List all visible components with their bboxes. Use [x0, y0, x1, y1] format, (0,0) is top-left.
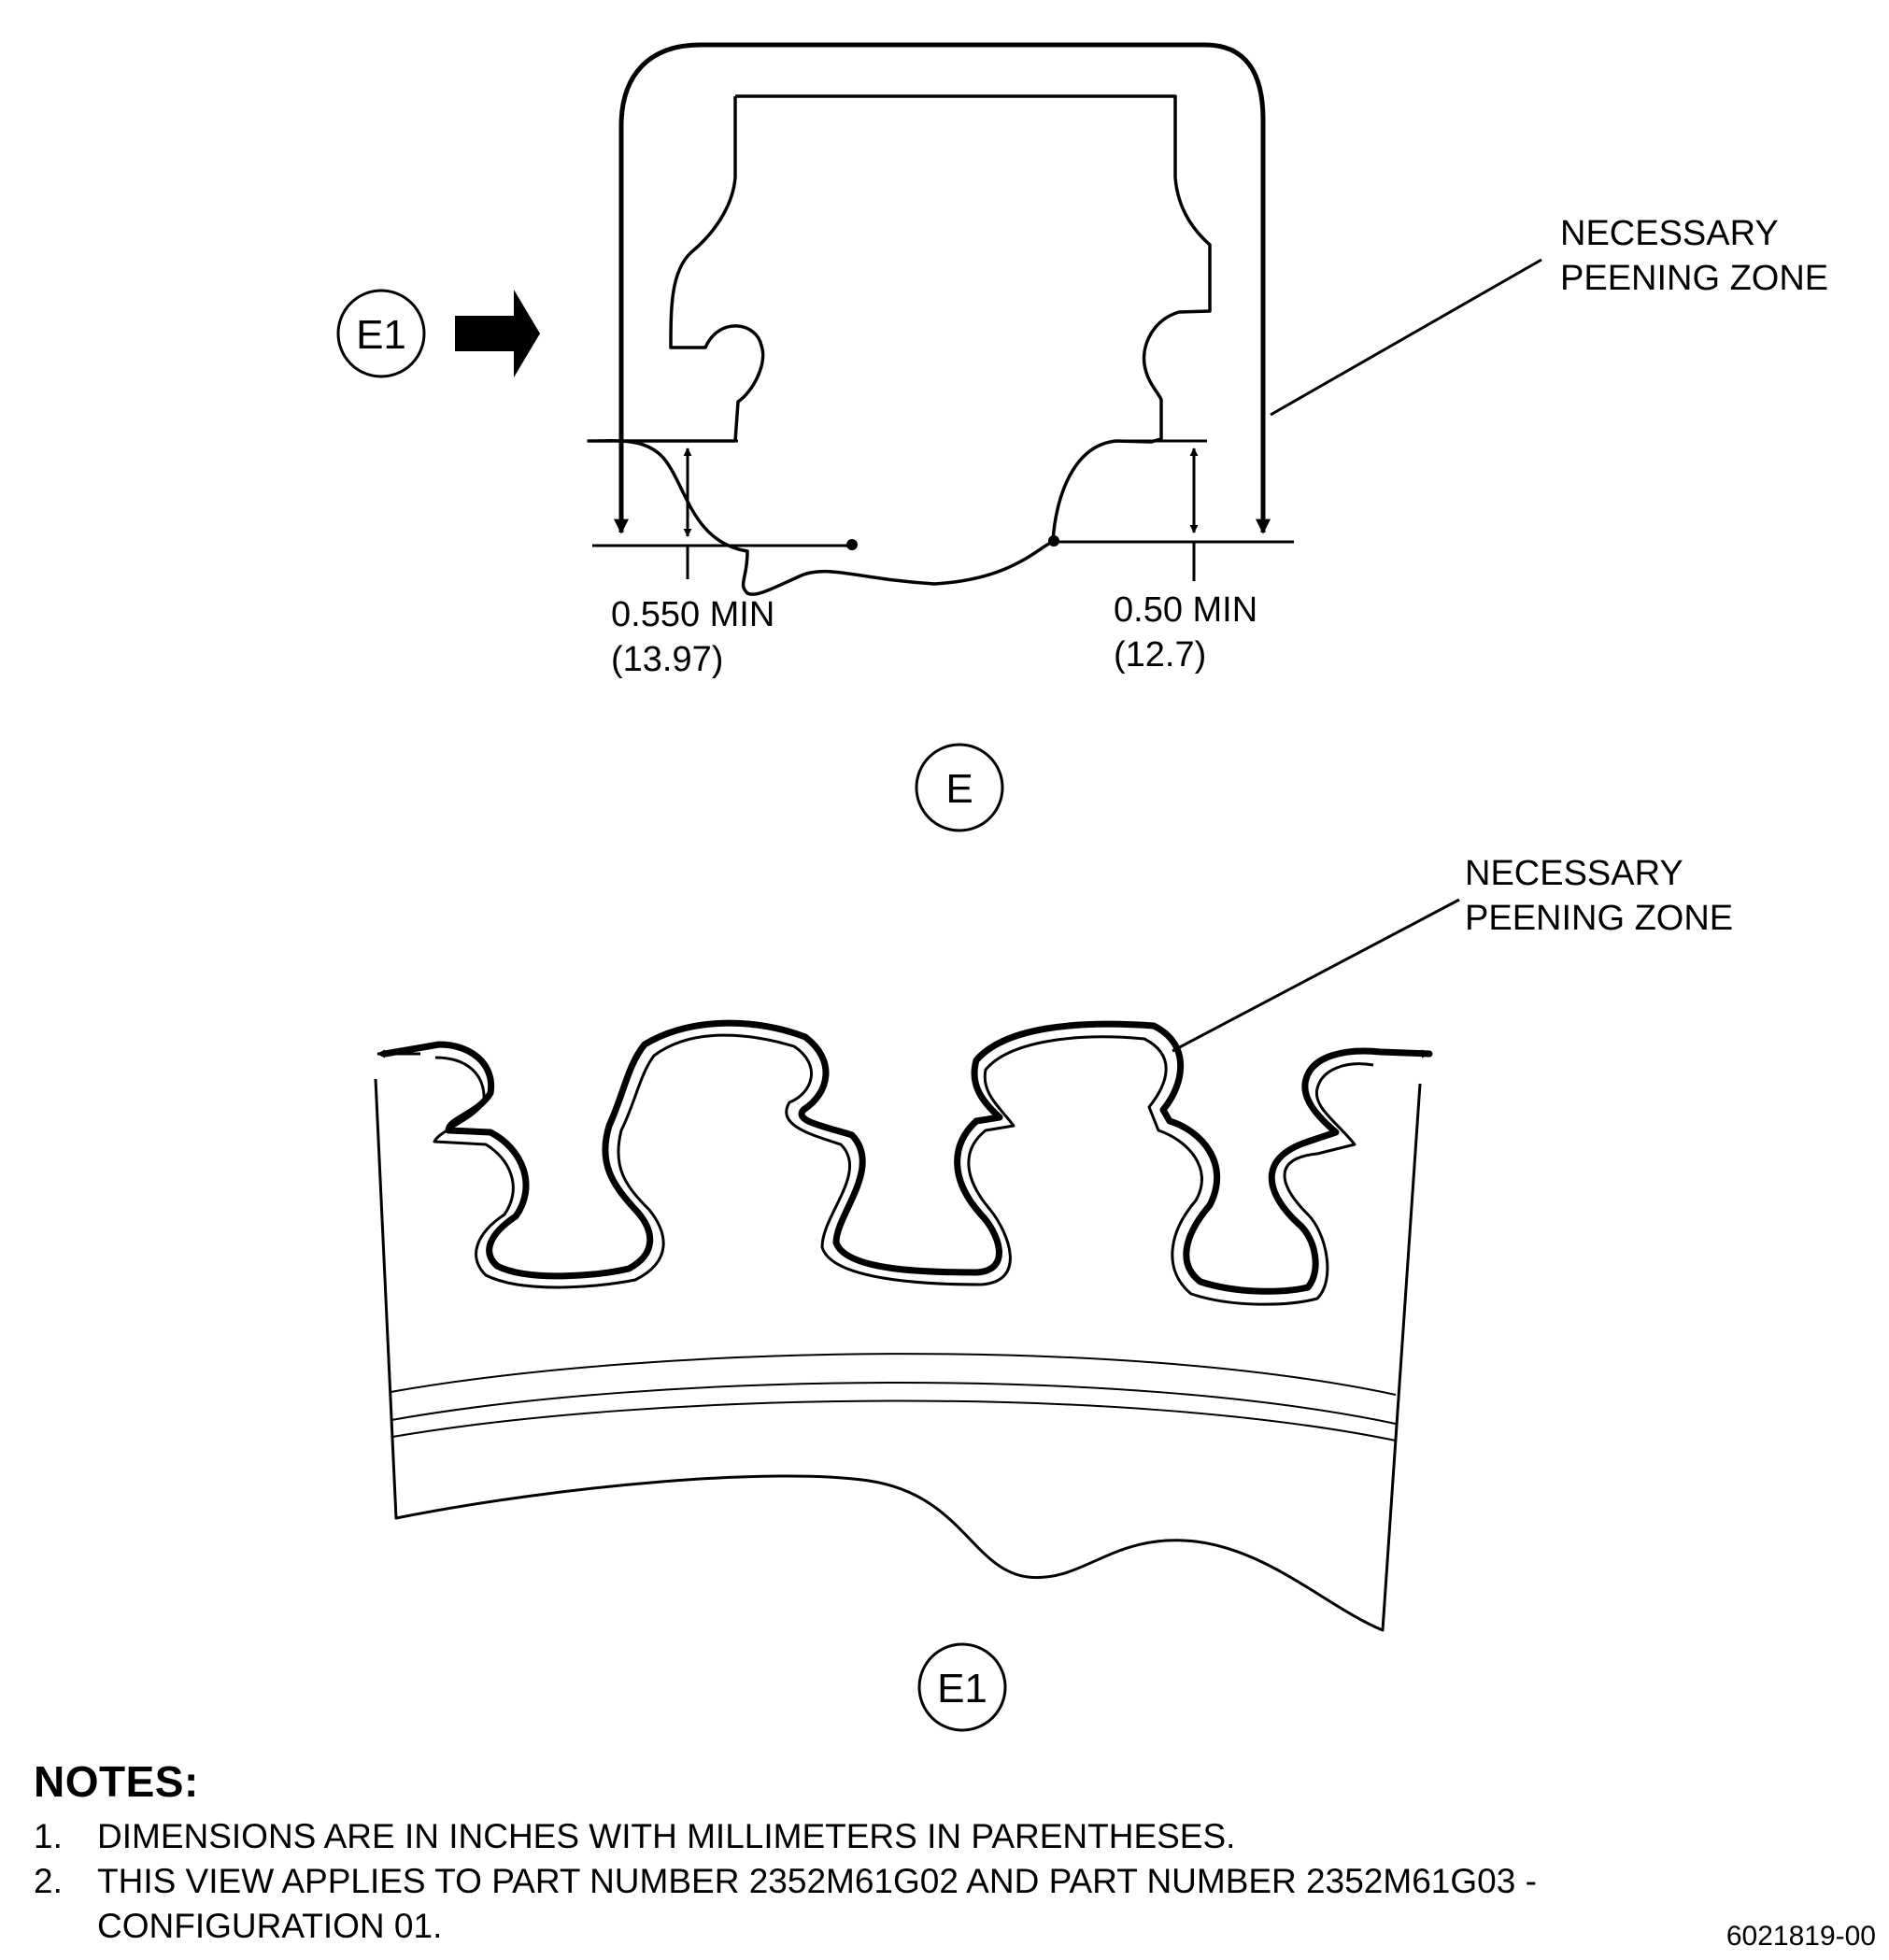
peening-zone-bracket: [614, 42, 1271, 534]
dim-left-mm: (13.97): [611, 640, 723, 679]
dovetail-post-profile: [587, 94, 1212, 596]
view-e1: NECESSARY PEENING ZONE E1: [374, 854, 1733, 1732]
view-e1-callout-circle: [336, 289, 426, 378]
view-e1-callout-label: E1: [356, 312, 406, 358]
note-text: DIMENSIONS ARE IN INCHES WITH MILLIMETER…: [97, 1817, 1236, 1855]
note-number: 2.: [34, 1862, 63, 1900]
note-item: 2. THIS VIEW APPLIES TO PART NUMBER 2352…: [34, 1859, 1809, 1949]
disk-arc-line-1: [390, 1353, 1397, 1396]
dim-right-inches: 0.50 MIN: [1114, 590, 1257, 630]
peening-zone-leader-e1: [1172, 898, 1460, 1053]
dovetail-slot-inner-profile: [433, 1033, 1374, 1306]
view-direction-arrow: [455, 290, 540, 377]
peening-zone-label-line2: PEENING ZONE: [1560, 259, 1828, 298]
dim-left-inches: 0.550 MIN: [611, 595, 774, 634]
notes-title: NOTES:: [34, 1757, 199, 1806]
view-e-label-circle: [915, 743, 1004, 832]
note-number: 1.: [34, 1817, 63, 1855]
disk-arc-line-2: [391, 1381, 1397, 1425]
peening-zone-label-line1: NECESSARY: [1560, 214, 1779, 253]
notes-section: NOTES: 1. DIMENSIONS ARE IN INCHES WITH …: [34, 1756, 1809, 1949]
view-e1-label: E1: [937, 1666, 987, 1711]
view-e: 0.550 MIN (13.97) 0.50 MIN (12.7) NECESS…: [336, 42, 1828, 832]
peening-zone-e1-label-line2: PEENING ZONE: [1465, 899, 1733, 938]
peening-zone-e1-label-line1: NECESSARY: [1465, 854, 1683, 893]
peening-zone-leader: [1270, 258, 1542, 417]
peening-zone-profile: [381, 1019, 1433, 1295]
reference-point-left: [846, 539, 858, 550]
reference-point-right: [1048, 535, 1059, 547]
view-e-label: E: [945, 766, 973, 812]
disk-segment-outline: [374, 1078, 1422, 1632]
disk-arc-line-3: [391, 1399, 1397, 1442]
note-item: 1. DIMENSIONS ARE IN INCHES WITH MILLIME…: [34, 1814, 1809, 1859]
dim-right-mm: (12.7): [1114, 635, 1206, 675]
view-e1-label-circle: [917, 1642, 1007, 1732]
figure-id: 6021819-00: [1726, 1921, 1876, 1952]
note-text: THIS VIEW APPLIES TO PART NUMBER 2352M61…: [97, 1862, 1537, 1945]
